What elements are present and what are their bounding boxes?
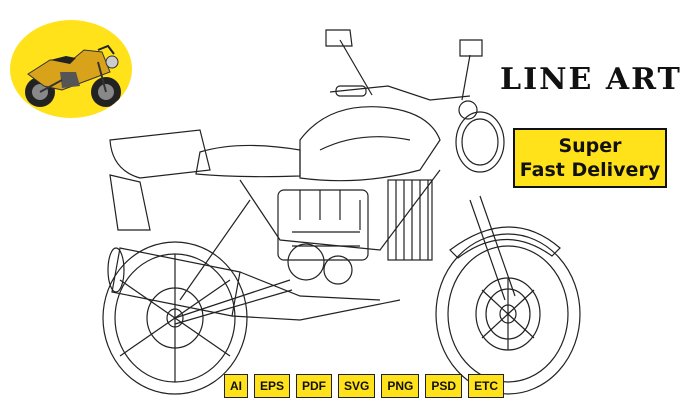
handlebar-grip [335, 85, 367, 97]
front-fender [449, 226, 561, 259]
radiator [387, 179, 433, 261]
exhaust [107, 247, 401, 321]
format-badge-pdf: PDF [296, 374, 333, 398]
handlebar [329, 85, 471, 101]
format-badge-eps: EPS [254, 374, 291, 398]
file-format-list: AI EPS PDF SVG PNG PSD ETC [224, 374, 505, 398]
format-badge-etc: ETC [468, 374, 505, 398]
tail-section [109, 129, 211, 179]
left-mirror [325, 29, 373, 96]
format-badge-ai: AI [224, 374, 248, 398]
badge-line-2: Fast Delivery [519, 159, 661, 181]
fast-delivery-badge: Super Fast Delivery [513, 128, 667, 188]
front-wheel [435, 233, 581, 395]
engine [277, 189, 369, 285]
format-badge-psd: PSD [425, 374, 463, 398]
frame [179, 169, 441, 301]
rear-fender [109, 174, 151, 231]
page-title: LINE ART [500, 62, 680, 97]
front-brake-disc [485, 288, 531, 340]
swingarm [174, 279, 293, 325]
format-badge-png: PNG [381, 374, 420, 398]
badge-line-1: Super [558, 135, 622, 157]
motorcycle-photo-icon [25, 44, 121, 107]
motorcycle-photo-circle [10, 20, 132, 118]
fuel-tank [299, 106, 441, 182]
front-fork [469, 195, 516, 301]
format-badge-svg: SVG [338, 374, 376, 398]
seat [195, 144, 301, 178]
headlight [455, 100, 505, 173]
right-mirror [459, 39, 483, 101]
